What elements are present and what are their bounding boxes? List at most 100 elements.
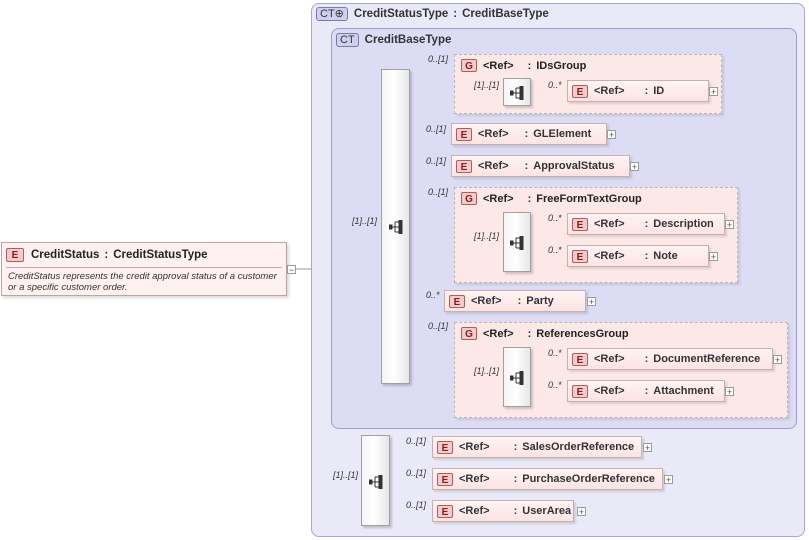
ref-label: <Ref> [459, 473, 490, 485]
expand-toggle[interactable]: + [643, 443, 652, 453]
ref-label: <Ref> [594, 218, 625, 230]
cardinality-label: 0..* [426, 290, 440, 300]
element-documentreference[interactable]: E <Ref> : DocumentReference [567, 348, 773, 370]
element-icon: E [437, 504, 453, 518]
ref-label: <Ref> [594, 385, 625, 397]
group-icon: G [461, 327, 477, 340]
separator: : [517, 295, 522, 307]
element-purchaseorderreference[interactable]: E <Ref> : PurchaseOrderReference [432, 468, 663, 490]
ref-label: <Ref> [483, 59, 514, 72]
element-name: UserArea [522, 505, 572, 517]
separator: : [453, 8, 458, 20]
sequence-cardinality: [1]..[1] [474, 366, 500, 376]
element-party[interactable]: E <Ref> : Party [444, 290, 586, 312]
element-icon: E [456, 159, 472, 173]
ref-label: <Ref> [478, 160, 509, 172]
element-userarea[interactable]: E <Ref> : UserArea [432, 500, 574, 522]
element-icon: E [449, 294, 465, 308]
cardinality-label: 0..[1] [406, 500, 427, 510]
element-note[interactable]: E <Ref> : Note [567, 245, 709, 267]
separator: : [513, 505, 518, 517]
element-icon: E [572, 84, 588, 98]
root-element-type: CreditStatusType [113, 249, 208, 261]
cardinality-label: 0..[1] [426, 124, 447, 134]
expand-toggle[interactable]: + [664, 475, 673, 485]
separator: : [513, 441, 518, 453]
element-glelement[interactable]: E <Ref> : GLElement [451, 123, 607, 145]
group-icon: G [461, 192, 477, 205]
element-name: DocumentReference [653, 353, 761, 365]
element-icon: E [456, 127, 472, 141]
expand-toggle[interactable]: + [587, 297, 596, 307]
ref-label: <Ref> [478, 128, 509, 140]
element-name: GLElement [533, 128, 592, 140]
element-id[interactable]: E <Ref> : ID [567, 80, 709, 102]
element-salesorderreference[interactable]: E <Ref> : SalesOrderReference [432, 436, 642, 458]
expand-toggle[interactable]: + [725, 220, 734, 230]
expand-toggle[interactable]: + [709, 87, 718, 97]
inner-type-header: CT CreditBaseType [336, 33, 451, 47]
element-name: PurchaseOrderReference [522, 473, 655, 485]
element-name: Party [526, 295, 554, 307]
root-element[interactable]: E CreditStatus : CreditStatusType Credit… [1, 242, 287, 296]
complex-type-icon: CT [336, 33, 359, 47]
group-name: IDsGroup [536, 59, 587, 72]
separator: : [644, 218, 649, 230]
outer-type-base: CreditBaseType [462, 8, 549, 20]
divider [6, 267, 282, 268]
separator: : [524, 128, 529, 140]
separator: : [644, 250, 649, 262]
sequence-compositor[interactable] [503, 212, 531, 272]
expand-toggle[interactable]: + [709, 252, 718, 262]
ref-label: <Ref> [594, 85, 625, 97]
sequence-cardinality: [1]..[1] [474, 231, 500, 241]
group-freeformtext[interactable]: G <Ref> : FreeFormTextGroup [454, 187, 738, 283]
root-element-name: CreditStatus [31, 249, 100, 261]
sequence-cardinality: [1]..[1] [333, 470, 359, 480]
sequence-icon [510, 371, 524, 385]
separator: : [644, 353, 649, 365]
sequence-cardinality: [1]..[1] [352, 216, 378, 226]
separator: : [513, 473, 518, 485]
cardinality-label: 0..[1] [426, 156, 447, 166]
outer-type-name: CreditStatusType [353, 8, 449, 20]
element-icon: E [572, 249, 588, 263]
element-approvalstatus[interactable]: E <Ref> : ApprovalStatus [451, 155, 630, 177]
separator: : [527, 59, 532, 72]
element-icon: E [572, 384, 588, 398]
cardinality-label: 0..[1] [406, 468, 427, 478]
group-header: G <Ref> : FreeFormTextGroup [461, 192, 642, 205]
ref-label: <Ref> [459, 505, 490, 517]
sequence-icon [510, 236, 524, 250]
expand-toggle[interactable]: + [773, 355, 782, 365]
root-element-header: E CreditStatus : CreditStatusType [6, 248, 208, 262]
expand-toggle[interactable]: + [725, 387, 734, 397]
expand-toggle[interactable]: + [577, 507, 586, 517]
cardinality-label: 0..* [548, 80, 562, 90]
inner-type-name: CreditBaseType [364, 34, 452, 46]
sequence-compositor[interactable] [381, 69, 410, 384]
element-icon: E [6, 248, 24, 262]
cardinality-label: 0..[1] [428, 54, 449, 64]
element-icon: E [572, 352, 588, 366]
cardinality-label: 0..* [548, 380, 562, 390]
ref-label: <Ref> [471, 295, 502, 307]
expand-toggle[interactable]: + [607, 130, 616, 140]
ref-label: <Ref> [483, 327, 514, 340]
element-name: ID [653, 85, 665, 97]
sequence-compositor[interactable] [361, 435, 390, 526]
sequence-compositor[interactable] [503, 347, 531, 407]
element-icon: E [437, 472, 453, 486]
ref-label: <Ref> [459, 441, 490, 453]
element-description[interactable]: E <Ref> : Description [567, 213, 725, 235]
separator: : [644, 85, 649, 97]
element-name: Description [653, 218, 714, 230]
outer-type-header: CT⊕ CreditStatusType : CreditBaseType [316, 7, 549, 21]
sequence-compositor[interactable] [503, 78, 531, 106]
element-attachment[interactable]: E <Ref> : Attachment [567, 380, 725, 402]
sequence-icon [510, 86, 524, 100]
collapse-toggle[interactable]: − [287, 265, 296, 275]
ref-label: <Ref> [594, 250, 625, 262]
expand-toggle[interactable]: + [630, 162, 639, 172]
complex-type-icon: CT⊕ [316, 7, 348, 21]
